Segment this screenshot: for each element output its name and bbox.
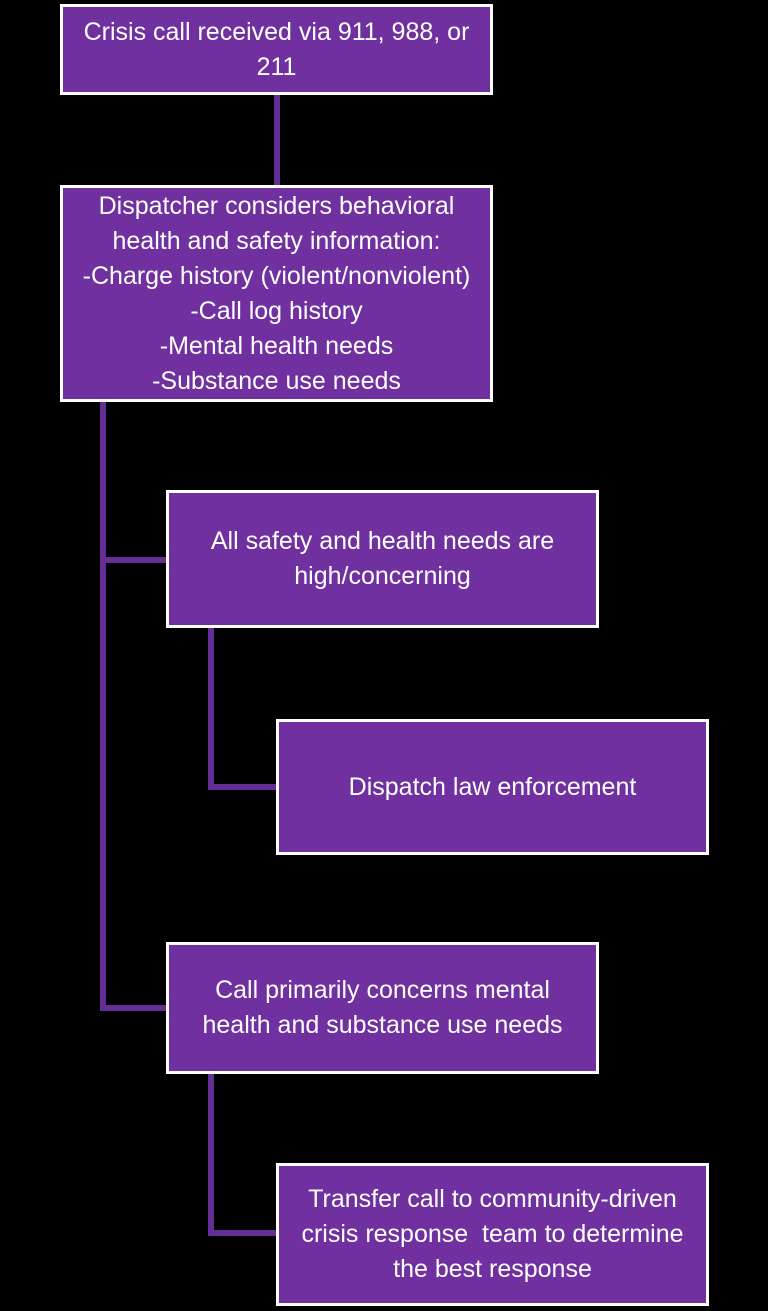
node-text-line: Transfer call to community-driven [308, 1185, 677, 1213]
flow-node-all-needs-high-concerning: All safety and health needs are high/con… [166, 490, 599, 628]
connector-branch-to-mental-health [100, 1005, 166, 1011]
connector-crisis-to-dispatcher [274, 95, 280, 185]
node-text-line: Dispatcher considers behavioral [98, 191, 455, 220]
node-text-line: -Substance use needs [152, 366, 401, 395]
flow-node-crisis-call-received: Crisis call received via 911, 988, or 21… [60, 4, 493, 95]
node-text-line: All safety and health needs are [210, 527, 555, 555]
node-text-line: health and safety information: [112, 226, 441, 255]
node-text-line: the best response [393, 1255, 592, 1283]
flow-node-call-primarily-mental-substance: Call primarily concerns mental health an… [166, 942, 599, 1074]
node-text-line: 211 [256, 52, 297, 81]
connector-mental-health-down [208, 1074, 214, 1236]
node-text-line: -Charge history (violent/nonviolent) [82, 261, 471, 290]
node-text-line: Crisis call received via 911, 988, or [83, 17, 470, 46]
node-text-line: Dispatch law enforcement [348, 772, 637, 801]
connector-into-transfer-call [208, 1230, 276, 1236]
connector-branch-to-high-needs [100, 557, 166, 563]
node-text-line: Call primarily concerns mental [215, 976, 550, 1004]
node-text-line: crisis response team to determine [301, 1220, 684, 1248]
node-text-line: -Call log history [190, 296, 363, 325]
connector-high-needs-down [208, 628, 214, 790]
node-text-line: high/concerning [294, 562, 471, 590]
node-text-line: -Mental health needs [159, 331, 394, 360]
flow-node-dispatch-law-enforcement: Dispatch law enforcement [276, 719, 709, 855]
flow-node-dispatcher-considers: Dispatcher considers behavioral health a… [60, 185, 493, 402]
connector-dispatcher-trunk [100, 402, 106, 1011]
node-text-line: health and substance use needs [202, 1011, 563, 1039]
flow-node-transfer-to-community-team: Transfer call to community-driven crisis… [276, 1163, 709, 1306]
connector-into-dispatch-law [208, 784, 276, 790]
